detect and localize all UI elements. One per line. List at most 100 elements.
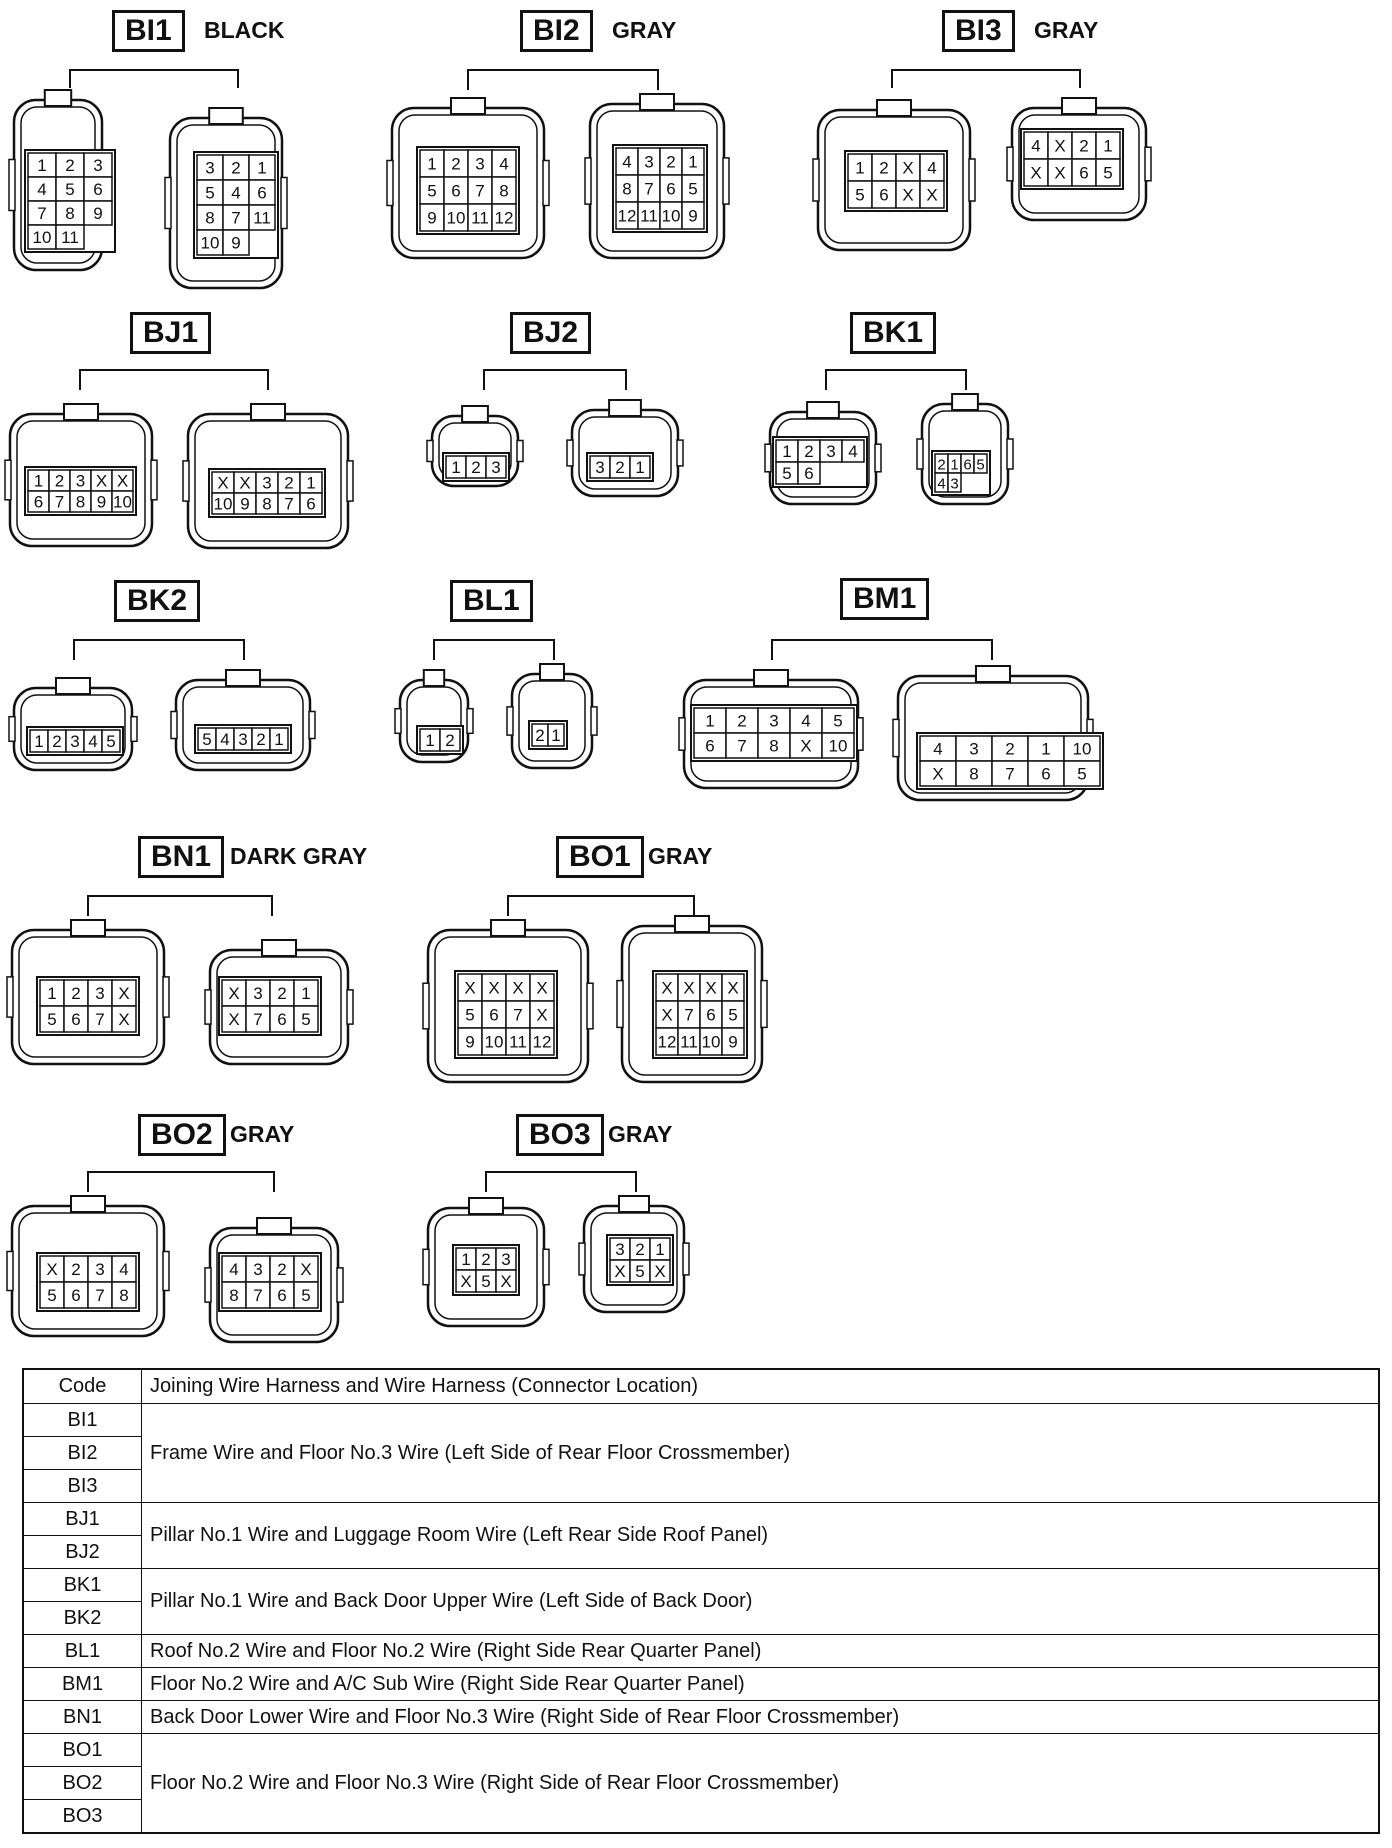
pin-number: 7 <box>475 182 484 201</box>
pin-number: 1 <box>301 984 310 1003</box>
bracket-line <box>69 69 239 88</box>
bracket-line <box>433 639 555 660</box>
pin-number: 12 <box>533 1033 552 1052</box>
pin-number: X <box>654 1262 665 1281</box>
pin-number: 8 <box>76 493 85 512</box>
pin-number: X <box>300 1260 311 1279</box>
location-description-cell: Pillar No.1 Wire and Back Door Upper Wir… <box>141 1568 1380 1635</box>
pin-cell <box>467 149 493 178</box>
pin-cell <box>847 180 873 209</box>
pin-cell <box>721 1027 745 1056</box>
connector-code-label: BI3 <box>942 10 1015 52</box>
pin-number: 6 <box>451 182 460 201</box>
code-cell: BI2 <box>22 1436 142 1470</box>
pin-number: 6 <box>489 1006 498 1025</box>
pin-cell <box>871 153 897 182</box>
pin-cell <box>27 224 57 250</box>
pin-number: 4 <box>499 155 508 174</box>
pin-number: 7 <box>644 180 653 199</box>
pin-number: X <box>661 1006 672 1025</box>
pin-number: 5 <box>1077 765 1086 784</box>
pin-number: 6 <box>34 493 43 512</box>
pin-number: 2 <box>737 712 746 731</box>
pin-number: 2 <box>277 1260 286 1279</box>
pin-cell <box>221 1005 247 1033</box>
pin-number: 7 <box>284 495 293 514</box>
pin-cell <box>245 1005 271 1033</box>
pin-number: 1 <box>950 457 958 474</box>
pin-cell <box>39 979 65 1007</box>
location-description-cell: Floor No.2 Wire and Floor No.3 Wire (Rig… <box>141 1733 1380 1834</box>
code-cell: BO3 <box>22 1799 142 1834</box>
pin-number: 6 <box>71 1010 80 1029</box>
pin-cell <box>629 455 651 479</box>
table-row: BJ2 <box>22 1535 1379 1569</box>
connector-color-label: DARK GRAY <box>230 843 368 869</box>
pin-cell <box>111 1281 137 1309</box>
pin-cell <box>789 732 823 759</box>
pin-cell <box>821 707 855 734</box>
pin-cell <box>991 760 1029 787</box>
pin-number: 6 <box>257 184 266 203</box>
pin-number: 8 <box>622 180 631 199</box>
pin-number: 6 <box>804 464 813 483</box>
pin-number: 8 <box>499 182 508 201</box>
pin-number: 1 <box>34 472 43 491</box>
connector-code-label: BO1 <box>556 836 644 878</box>
pin-cell <box>821 732 855 759</box>
pin-cell <box>973 453 988 474</box>
pin-number: 7 <box>231 209 240 228</box>
table-row: BO2 <box>22 1766 1379 1800</box>
pin-number: 10 <box>702 1033 721 1052</box>
pin-number: 1 <box>425 731 434 750</box>
pin-number: X <box>239 474 250 493</box>
pin-cell <box>467 203 493 232</box>
pin-number: 6 <box>277 1010 286 1029</box>
pin-cell <box>55 176 85 202</box>
pin-cell <box>841 439 865 463</box>
pin-number: X <box>683 979 694 998</box>
pin-number: 7 <box>95 1286 104 1305</box>
pin-number: 3 <box>253 1260 262 1279</box>
pin-number: 2 <box>52 732 61 751</box>
pin-number: 7 <box>253 1010 262 1029</box>
pin-number: 3 <box>501 1250 510 1269</box>
code-cell: BK1 <box>22 1568 142 1602</box>
pin-number: 1 <box>551 726 560 745</box>
pin-number: 10 <box>33 228 52 247</box>
pin-number: 5 <box>688 180 697 199</box>
pin-number: X <box>661 979 672 998</box>
connector-code-label: BJ2 <box>510 312 592 354</box>
pin-number: 3 <box>969 740 978 759</box>
code-cell: BK2 <box>22 1601 142 1635</box>
connector-code-label: BI2 <box>520 10 593 52</box>
pin-number: 3 <box>70 732 79 751</box>
pin-cell <box>1027 760 1065 787</box>
pin-cell <box>693 732 727 759</box>
pin-cell <box>101 729 121 753</box>
pin-number: 3 <box>595 458 604 477</box>
pin-number: 6 <box>306 495 315 514</box>
pin-number: X <box>1054 164 1065 183</box>
pin-number: 9 <box>465 1033 474 1052</box>
bracket-line <box>79 369 269 390</box>
pin-cell <box>681 201 705 230</box>
pin-number: 5 <box>202 730 211 749</box>
pin-cell <box>39 1255 65 1283</box>
pin-number: 2 <box>55 472 64 491</box>
pin-number: 4 <box>848 442 857 461</box>
pin-number: 2 <box>535 726 544 745</box>
pin-cell <box>919 735 957 762</box>
pin-cell <box>293 1005 319 1033</box>
pin-cell <box>547 723 565 747</box>
